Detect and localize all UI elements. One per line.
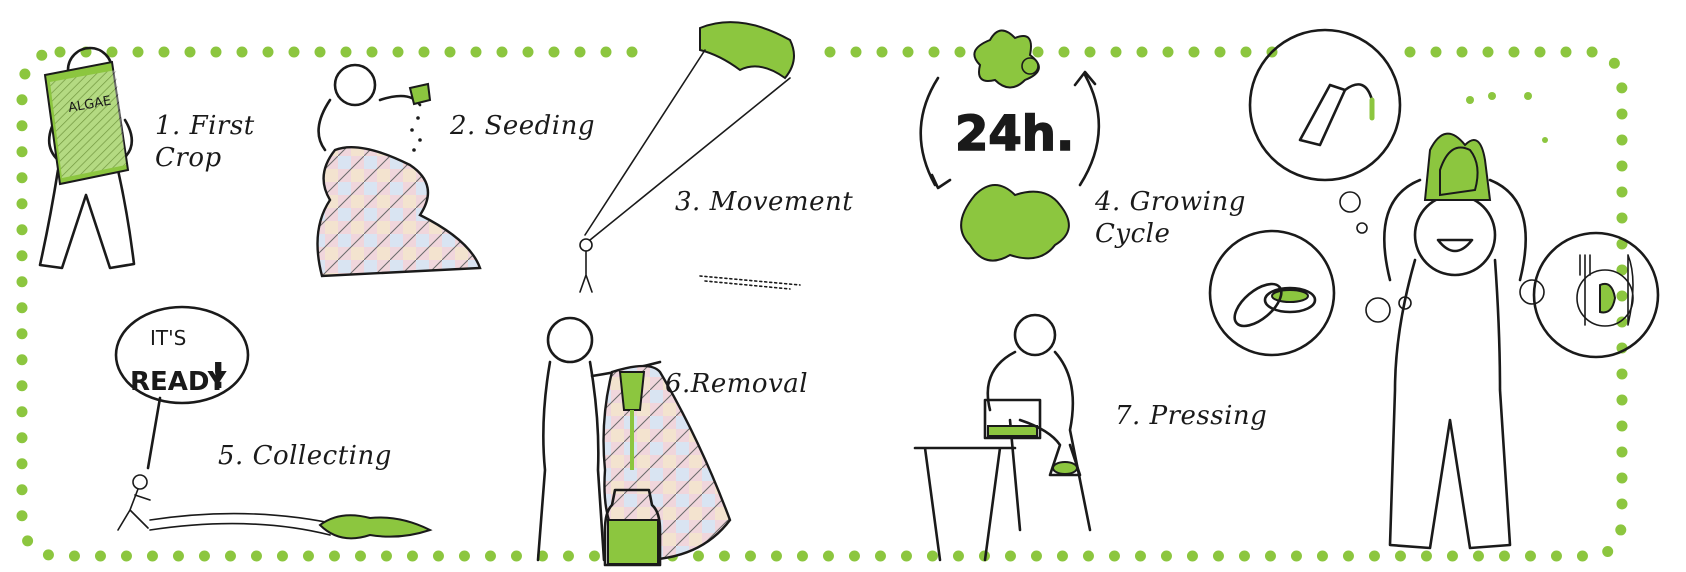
step4-label-line1: 4. Growing bbox=[1095, 186, 1246, 218]
cycle-hours-text: 24h. bbox=[955, 106, 1074, 162]
step7-label: 7. Pressing bbox=[1115, 400, 1267, 432]
step1-label-line1: 1. First bbox=[155, 110, 255, 142]
fuel-pump-icon bbox=[1300, 84, 1372, 145]
step6-label: 6.Removal bbox=[665, 368, 808, 400]
step7-figure bbox=[915, 315, 1090, 560]
step6-figure bbox=[538, 318, 730, 565]
step1-figure: ALGAE bbox=[40, 48, 134, 268]
step2-label: 2. Seeding bbox=[450, 110, 595, 142]
cream-jar-icon bbox=[1228, 276, 1315, 333]
step4-label-line2: Cycle bbox=[1095, 218, 1170, 250]
speech-bubble-mark: ! bbox=[210, 356, 226, 397]
dotted-border bbox=[22, 52, 1622, 556]
step5-label: 5. Collecting bbox=[218, 440, 392, 472]
step3-figure bbox=[580, 22, 800, 292]
final-figure bbox=[1384, 92, 1548, 548]
step4-figure: 24h. bbox=[921, 30, 1099, 260]
speech-bubble-line1: IT'S bbox=[150, 326, 186, 350]
step1-label-line2: Crop bbox=[155, 142, 222, 174]
step2-figure bbox=[318, 65, 481, 276]
step5-figure: IT'S READY ! bbox=[116, 307, 430, 538]
step3-label: 3. Movement bbox=[675, 186, 853, 218]
